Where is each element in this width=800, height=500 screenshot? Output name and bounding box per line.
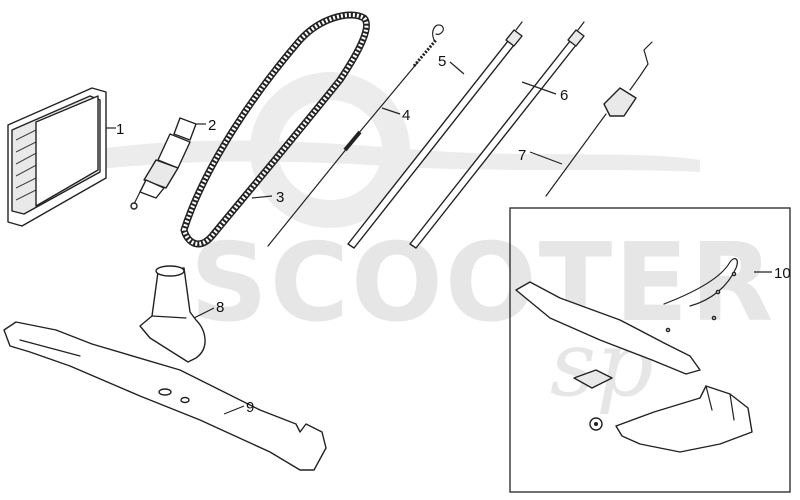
cutting-blade[interactable]	[3, 321, 327, 471]
throttle-cable[interactable]	[267, 24, 444, 247]
kit-wire	[663, 258, 738, 307]
callout-5: 5	[438, 53, 446, 70]
watermark-text: SCOOTER	[190, 221, 775, 346]
callout-7: 7	[518, 147, 526, 164]
callout-9: 9	[246, 399, 254, 416]
control-rod-5[interactable]	[347, 21, 523, 249]
kit-deflector	[615, 385, 753, 453]
watermark-swoosh	[90, 140, 700, 172]
callout-10: 10	[774, 265, 791, 282]
callout-8: 8	[216, 299, 224, 316]
callout-1: 1	[116, 121, 124, 138]
blade-adaptor[interactable]	[139, 265, 206, 363]
leader-lines	[106, 61, 772, 415]
kit-blade	[515, 281, 701, 375]
callout-4: 4	[402, 107, 410, 124]
callout-labels: 1 2 3 4 5 6 7 8 9 10	[116, 53, 791, 416]
callout-2: 2	[208, 117, 216, 134]
callout-3: 3	[276, 189, 284, 206]
kit-plate	[573, 369, 613, 389]
kit-frame	[509, 207, 791, 493]
mulching-kit[interactable]	[509, 207, 791, 493]
callout-6: 6	[560, 87, 568, 104]
air-filter[interactable]	[7, 87, 107, 227]
control-rod-6[interactable]	[409, 21, 585, 249]
brake-cable[interactable]	[545, 41, 653, 197]
spark-plug[interactable]	[130, 117, 197, 210]
drive-belt[interactable]	[180, 11, 370, 248]
